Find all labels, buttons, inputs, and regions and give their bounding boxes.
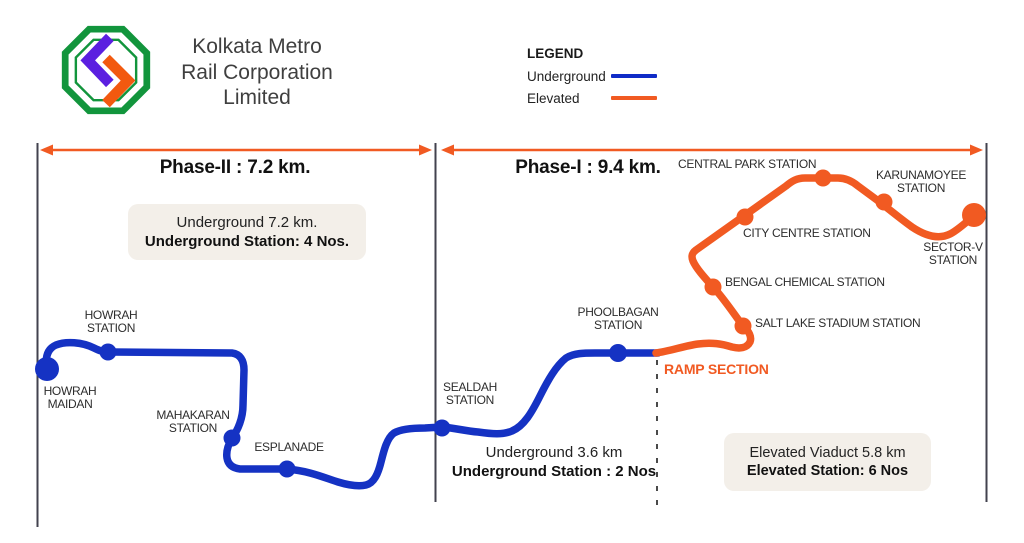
org-title: Kolkata Metro Rail Corporation Limited bbox=[166, 34, 348, 111]
legend-row-elevated: Elevated bbox=[527, 87, 657, 109]
legend-underground-swatch bbox=[611, 74, 657, 78]
karunamoyee-station-label: KARUNAMOYEE STATION bbox=[875, 168, 967, 196]
elevated-route-line bbox=[652, 174, 978, 357]
legend-row-underground: Underground bbox=[527, 65, 657, 87]
phase1-elevated-info-line2: Elevated Station: 6 Nos bbox=[746, 463, 909, 479]
legend-underground-label: Underground bbox=[527, 68, 606, 84]
esplanade-station-dot bbox=[278, 460, 296, 478]
howrah-station-dot bbox=[99, 343, 117, 361]
mahakaran-station-label: MAHAKARAN STATION bbox=[156, 408, 230, 436]
legend-elevated-label: Elevated bbox=[527, 90, 580, 106]
phase2-info-line2: Underground Station: 4 Nos. bbox=[144, 233, 350, 250]
sealdah-station-dot bbox=[433, 419, 451, 437]
city-centre-station-label: CITY CENTRE STATION bbox=[743, 226, 871, 240]
bengal-chemical-station-dot bbox=[704, 278, 722, 296]
org-title-line1: Kolkata Metro bbox=[192, 35, 322, 58]
phase1-underground-info-line2: Underground Station : 2 Nos bbox=[451, 463, 657, 480]
phase2-extent-arrow bbox=[40, 144, 432, 156]
sealdah-station-label: SEALDAH STATION bbox=[443, 380, 497, 408]
legend: LEGEND Underground Elevated bbox=[527, 46, 657, 109]
phase2-heading: Phase-II : 7.2 km. bbox=[159, 157, 311, 178]
phoolbagan-station-label: PHOOLBAGAN STATION bbox=[577, 305, 659, 333]
sector-v-station-label: SECTOR-V STATION bbox=[923, 240, 983, 268]
central-park-station-dot bbox=[814, 169, 832, 187]
salt-lake-stadium-station-label: SALT LAKE STADIUM STATION bbox=[755, 316, 921, 330]
phoolbagan-station-dot bbox=[609, 344, 627, 362]
logo-left-chevron bbox=[80, 33, 114, 88]
kmrc-logo-icon bbox=[61, 25, 151, 115]
legend-title: LEGEND bbox=[527, 46, 584, 61]
phase1-underground-info-line1: Underground 3.6 km bbox=[485, 444, 623, 461]
phase1-elevated-info-box: Elevated Viaduct 5.8 km Elevated Station… bbox=[724, 433, 931, 491]
legend-elevated-swatch bbox=[611, 96, 657, 100]
ramp-section-label: RAMP SECTION bbox=[664, 361, 769, 377]
salt-lake-stadium-station-dot bbox=[734, 317, 752, 335]
city-centre-station-dot bbox=[736, 208, 754, 226]
phase1-underground-info-text: Underground 3.6 km Underground Station :… bbox=[452, 444, 656, 480]
central-park-station-label: CENTRAL PARK STATION bbox=[678, 157, 817, 171]
mahakaran-station-dot bbox=[223, 429, 241, 447]
sector-v-terminal-dot bbox=[962, 203, 986, 227]
org-title-line3: Limited bbox=[223, 86, 291, 110]
esplanade-station-label: ESPLANADE bbox=[254, 440, 324, 454]
phase1-heading: Phase-I : 9.4 km. bbox=[515, 157, 661, 178]
karunamoyee-station-dot bbox=[875, 193, 893, 211]
howrah-maidan-terminal-dot bbox=[35, 357, 59, 381]
bengal-chemical-station-label: BENGAL CHEMICAL STATION bbox=[725, 275, 885, 289]
howrah-station-label: HOWRAH STATION bbox=[84, 308, 138, 336]
org-title-line2: Rail Corporation bbox=[181, 60, 333, 84]
phase1-elevated-info-line1: Elevated Viaduct 5.8 km bbox=[749, 445, 906, 461]
howrah-maidan-label: HOWRAH MAIDAN bbox=[43, 384, 97, 412]
phase2-underground-info-box: Underground 7.2 km. Underground Station:… bbox=[128, 204, 366, 260]
logo-right-chevron bbox=[102, 54, 136, 108]
phase1-extent-arrow bbox=[441, 144, 983, 156]
phase2-info-line1: Underground 7.2 km. bbox=[176, 214, 318, 231]
